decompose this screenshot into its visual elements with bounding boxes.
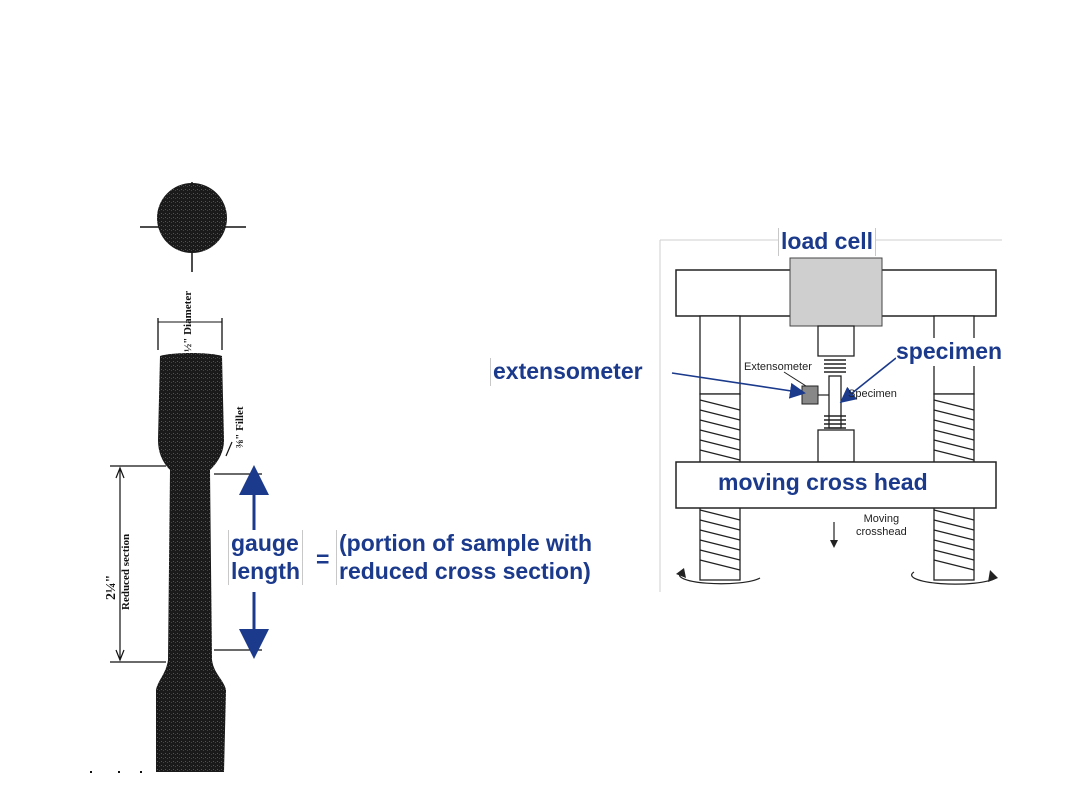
specimen-body — [156, 353, 226, 772]
specimen-label: specimen — [896, 338, 1003, 366]
inner-moving-label: Moving crosshead — [856, 513, 907, 539]
right-rotation-arrow — [911, 571, 997, 585]
reduced-section-label: Reduced section — [120, 533, 132, 610]
left-rotation-arrow — [678, 571, 761, 585]
diameter-dimension — [157, 318, 223, 350]
reduced-section-dimension — [110, 465, 166, 663]
diameter-dimension-label: ½" Diameter — [182, 290, 194, 352]
lower-grip — [817, 429, 855, 463]
testing-machine — [659, 239, 1002, 592]
inner-moving-line2: crosshead — [856, 526, 907, 539]
gauge-term-line2: length — [231, 557, 300, 584]
gauge-term-line1: gauge — [231, 530, 299, 556]
inner-extensometer-label: Extensometer — [744, 361, 812, 373]
crosshead-label: moving cross head — [718, 469, 928, 495]
gauge-definition-line1: (portion of sample with — [339, 530, 592, 556]
specimen-end-view — [140, 182, 246, 272]
extensometer-pointer — [671, 372, 806, 399]
upper-grip — [817, 325, 855, 357]
load-cell-label: load cell — [778, 228, 877, 256]
specimen-threads — [824, 359, 846, 429]
extensometer-clamp — [801, 385, 819, 405]
specimen-pointer — [839, 357, 897, 403]
gauge-equals: = — [316, 546, 330, 574]
fillet-dimension-label: ⅜" Fillet — [234, 406, 246, 448]
reduced-length-label: 2¼" — [104, 574, 119, 600]
inner-specimen-label: Specimen — [848, 388, 897, 400]
fillet-leader — [225, 441, 233, 457]
gauge-definition-line2: reduced cross section) — [339, 557, 591, 584]
gauge-definition: (portion of sample with reduced cross se… — [336, 530, 592, 586]
moving-crosshead — [675, 461, 997, 509]
gauge-term: gauge length — [228, 530, 303, 586]
load-cell-block — [789, 257, 883, 327]
extensometer-label: extensometer — [490, 358, 643, 386]
inner-moving-line1: Moving — [863, 513, 900, 525]
